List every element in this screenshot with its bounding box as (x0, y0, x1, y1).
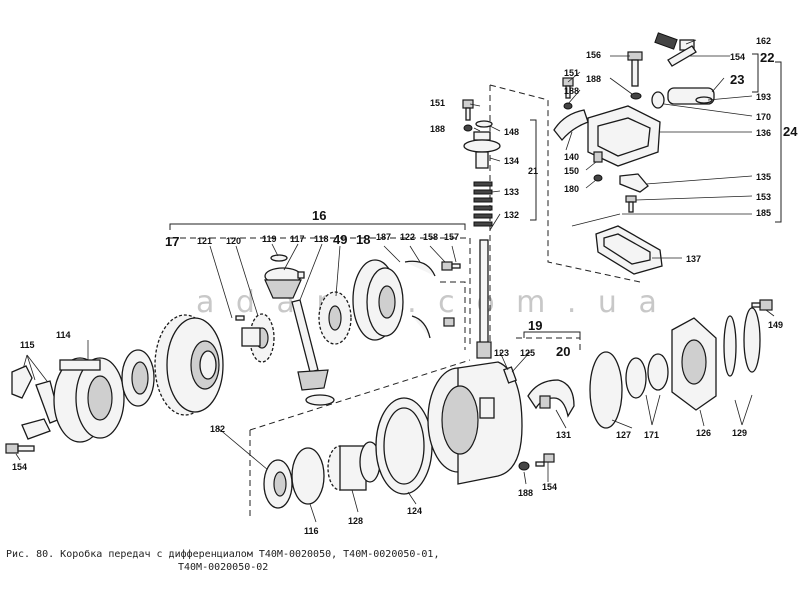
label-114: 114 (56, 330, 71, 340)
gasket-127 (589, 351, 669, 429)
brackets (19, 53, 782, 471)
gasket-137 (595, 225, 663, 275)
label-148: 148 (504, 127, 519, 137)
leader-lines (15, 39, 775, 523)
bolt-156 (627, 51, 643, 100)
label-135: 135 (756, 172, 771, 182)
label-149: 149 (768, 320, 783, 330)
part-labels: 16 17 18 19 20 21 22 23 24 49 114 115 11… (12, 36, 798, 536)
label-115: 115 (20, 340, 35, 350)
fork-20 (527, 379, 575, 418)
label-18: 18 (356, 232, 370, 247)
ring-gear-17 (154, 314, 224, 416)
pinion-120 (235, 313, 275, 363)
lever-assembly-22 (651, 32, 715, 109)
label-193: 193 (756, 92, 771, 102)
label-133: 133 (504, 187, 519, 197)
label-158: 158 (423, 232, 438, 242)
label-121: 121 (197, 236, 212, 246)
label-122: 122 (400, 232, 415, 242)
label-162: 162 (756, 36, 771, 46)
label-157: 157 (444, 232, 459, 242)
label-120: 120 (226, 236, 241, 246)
label-185: 185 (756, 208, 771, 218)
label-154-middle: 154 (542, 482, 557, 492)
label-188-top: 188 (586, 74, 601, 84)
housing-19 (427, 361, 523, 485)
gaskets-129 (723, 307, 761, 377)
figure-caption: Рис. 80. Коробка передач с дифференциало… (6, 548, 440, 574)
label-124: 124 (407, 506, 422, 516)
label-151-right: 151 (564, 68, 579, 78)
label-171: 171 (644, 430, 659, 440)
label-22: 22 (760, 50, 774, 65)
label-188-right: 188 (564, 86, 579, 96)
label-180: 180 (564, 184, 579, 194)
parts-135-153-185 (571, 173, 649, 227)
label-128: 128 (348, 516, 363, 526)
diff-housing-18 (352, 259, 404, 341)
label-24: 24 (783, 124, 798, 139)
label-153: 153 (756, 192, 771, 202)
shaft-gear-128 (327, 441, 381, 491)
label-170: 170 (756, 112, 771, 122)
caption-line-1: Рис. 80. Коробка передач с дифференциало… (6, 549, 440, 560)
bevel-gears-117-119 (264, 254, 305, 299)
label-154-top: 154 (730, 52, 745, 62)
label-116: 116 (304, 526, 319, 536)
label-16: 16 (312, 208, 326, 223)
label-117: 117 (290, 234, 305, 244)
flange-114 (53, 357, 125, 443)
bolt-154-left (5, 443, 35, 454)
label-188-left: 188 (430, 124, 445, 134)
label-123: 123 (494, 348, 509, 358)
bearing-116 (263, 447, 325, 509)
cross-shaft-118 (291, 299, 319, 373)
label-188-bottom: 188 (518, 488, 533, 498)
label-156: 156 (586, 50, 601, 60)
label-49: 49 (333, 232, 347, 247)
label-127: 127 (616, 430, 631, 440)
side-gear-49 (318, 291, 352, 345)
bolts-188-154 (518, 453, 555, 471)
label-23: 23 (730, 72, 744, 87)
label-119: 119 (262, 234, 277, 244)
label-137: 137 (686, 254, 701, 264)
bracket-plates-115 (11, 365, 61, 440)
label-151-left: 151 (430, 98, 445, 108)
label-129: 129 (732, 428, 747, 438)
label-20: 20 (556, 344, 570, 359)
cover-136 (553, 105, 661, 182)
label-132: 132 (504, 210, 519, 220)
lower-bevel-gear (297, 369, 335, 406)
label-131: 131 (556, 430, 571, 440)
label-187: 187 (376, 232, 391, 242)
gasket-124 (375, 397, 433, 495)
bolt-149 (751, 299, 773, 311)
label-154-left: 154 (12, 462, 27, 472)
label-134: 134 (504, 156, 519, 166)
label-125: 125 (520, 348, 535, 358)
clips-122-158 (404, 260, 461, 339)
label-140: 140 (564, 152, 579, 162)
caption-line-2: Т40М-0020050-02 (178, 562, 269, 573)
label-182: 182 (210, 424, 225, 434)
cover-126 (671, 317, 717, 411)
label-19: 19 (528, 318, 542, 333)
label-17: 17 (165, 234, 179, 249)
shift-rod-column (463, 120, 501, 359)
bearing-near-114 (121, 349, 155, 407)
label-136: 136 (756, 128, 771, 138)
label-118: 118 (314, 234, 329, 244)
label-21: 21 (528, 166, 538, 176)
label-126: 126 (696, 428, 711, 438)
label-150: 150 (564, 166, 579, 176)
